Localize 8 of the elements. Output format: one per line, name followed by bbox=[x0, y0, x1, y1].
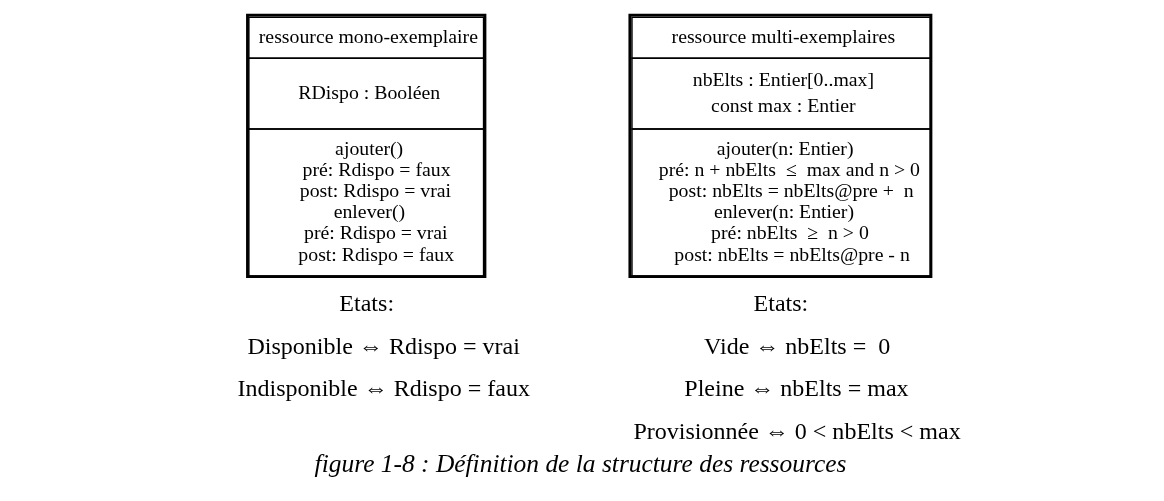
label: Vide ⇔ nbElts = 0 bbox=[703, 332, 890, 359]
label: Etats: bbox=[753, 290, 808, 317]
caption: figure 1-8 : Définition de la structure des ressources bbox=[314, 449, 846, 479]
label: Disponible ⇔ Rdispo = vrai bbox=[246, 332, 520, 359]
label: Pleine ⇔ nbElts = max bbox=[683, 375, 909, 402]
label: Etats: bbox=[338, 290, 394, 317]
label: Indisponible ⇔ Rdispo = faux bbox=[237, 375, 530, 402]
label: Provisionnée ⇔ 0 < nbElts < max bbox=[632, 417, 961, 444]
